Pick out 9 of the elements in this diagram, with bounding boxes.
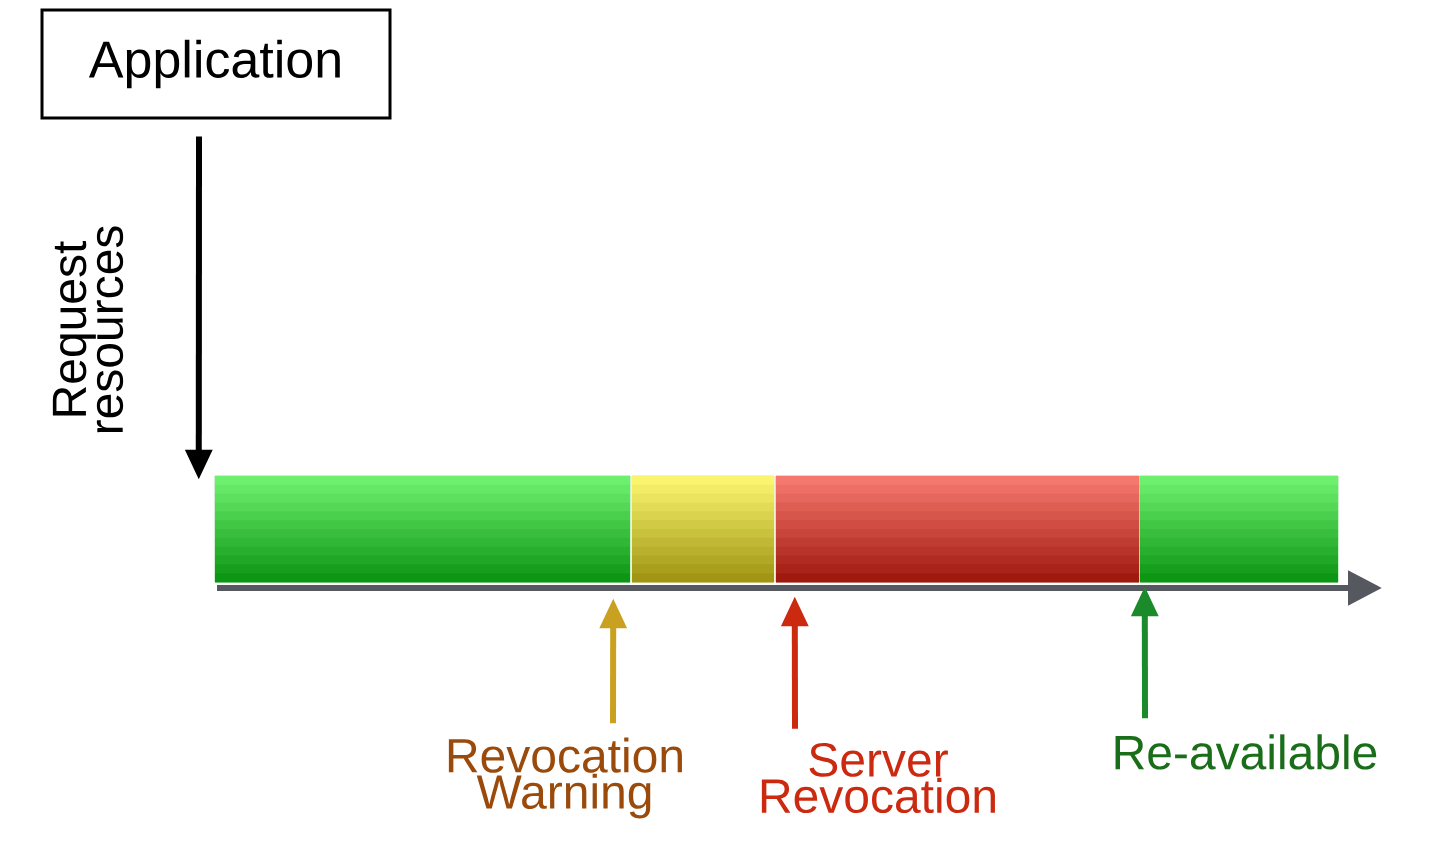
timeline-segment xyxy=(1139,475,1339,583)
timeline-segment xyxy=(775,475,1140,583)
warning-label: Revocation Warning xyxy=(448,737,682,819)
edge-label: Request resources xyxy=(52,226,124,433)
reavailable-label: Re-available xyxy=(1115,734,1377,770)
revocation-label: Server Revocation xyxy=(761,742,995,814)
application-box: Application xyxy=(40,8,392,120)
timeline-segment xyxy=(631,475,775,583)
timeline-segment xyxy=(214,475,631,583)
